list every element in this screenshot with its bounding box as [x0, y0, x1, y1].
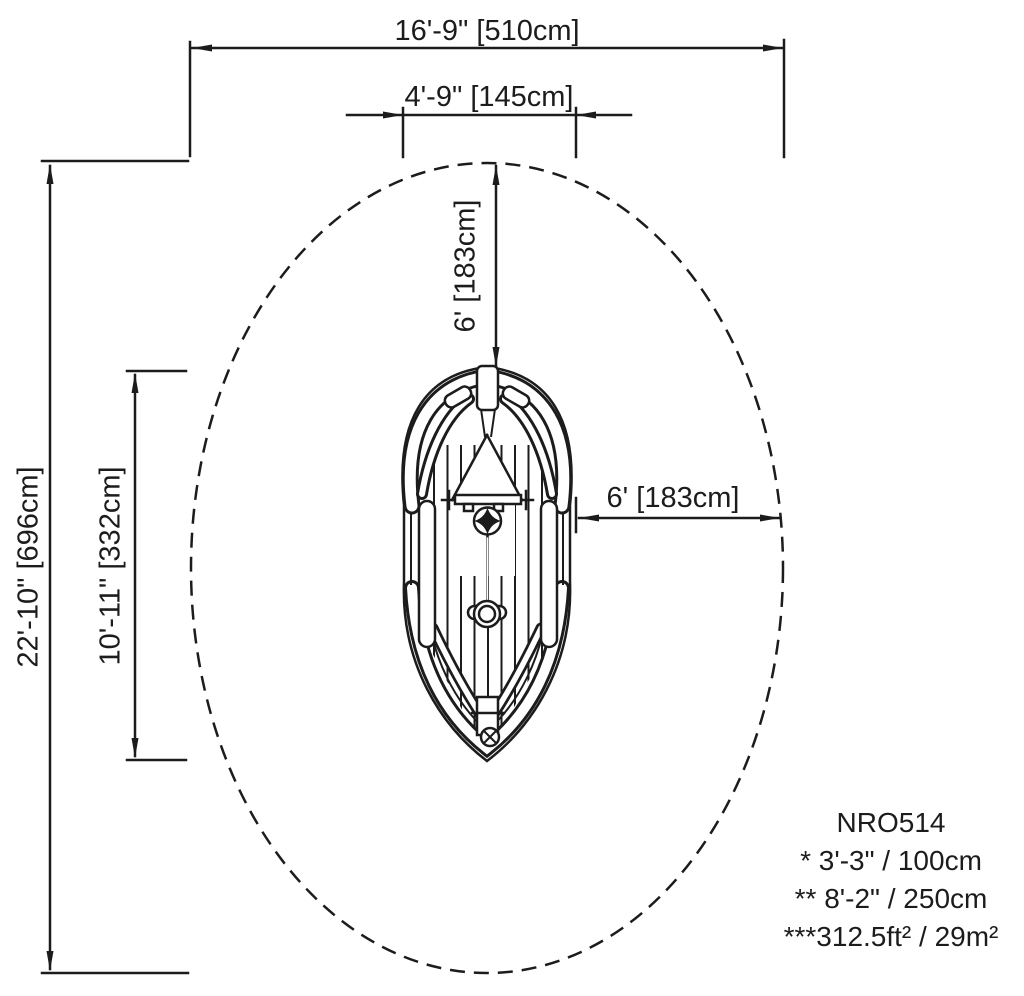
safety-zone-boundary	[189, 161, 785, 975]
dim-label-unit-width: 4'-9" [145cm]	[405, 81, 574, 113]
dim-label-front-clearance: 6' [183cm]	[450, 200, 482, 333]
arrow-right-icon	[763, 44, 783, 52]
dim-label-overall-length: 22'-10" [696cm]	[13, 466, 45, 667]
side-rail-left	[417, 499, 437, 649]
bow-fitting	[470, 695, 506, 748]
arrow-left-icon	[576, 111, 596, 119]
legend: NRO514 * 3'-3" / 100cm ** 8'-2" / 250cm …	[784, 807, 999, 952]
arrow-left-icon	[579, 514, 599, 522]
arrow-up-icon	[492, 165, 500, 185]
legend-note-2: ** 8'-2" / 250cm	[795, 883, 988, 914]
dim-overall-width: 16'-9" [510cm]	[188, 15, 786, 159]
arrow-down-icon	[131, 738, 139, 758]
side-rail-right	[539, 499, 559, 649]
seat-bar	[453, 493, 523, 506]
dim-label-side-clearance: 6' [183cm]	[607, 482, 740, 514]
play-structure-boat	[401, 364, 573, 763]
legend-note-1: * 3'-3" / 100cm	[800, 845, 982, 876]
arrow-up-icon	[46, 164, 54, 184]
arrow-down-icon	[46, 951, 54, 971]
helm-assembly	[440, 489, 535, 536]
rigging-triangle	[450, 408, 524, 502]
legend-model: NRO514	[837, 807, 946, 838]
capstan-inner	[477, 604, 497, 624]
arch-pad-right	[501, 385, 531, 409]
arrow-left-icon	[192, 44, 212, 52]
dim-unit-width: 4'-9" [145cm]	[345, 81, 633, 159]
dim-side-clearance: 6' [183cm]	[574, 482, 781, 534]
dim-front-clearance: 6' [183cm]	[450, 164, 500, 368]
arch-pad-left	[443, 385, 473, 409]
dim-label-overall-width: 16'-9" [510cm]	[394, 15, 579, 47]
arrow-up-icon	[131, 373, 139, 393]
arrow-right-icon	[383, 111, 403, 119]
mast-assembly	[466, 533, 508, 629]
arrow-right-icon	[760, 514, 780, 522]
dim-label-unit-length: 10'-11" [332cm]	[95, 466, 127, 665]
dim-overall-length: 22'-10" [696cm]	[13, 159, 190, 975]
dim-unit-length: 10'-11" [332cm]	[95, 369, 188, 762]
legend-note-3: ***312.5ft² / 29m²	[784, 921, 999, 952]
wheel-hub-star-icon	[474, 507, 501, 535]
stern-post	[475, 364, 500, 412]
arrow-down-icon	[492, 347, 500, 367]
